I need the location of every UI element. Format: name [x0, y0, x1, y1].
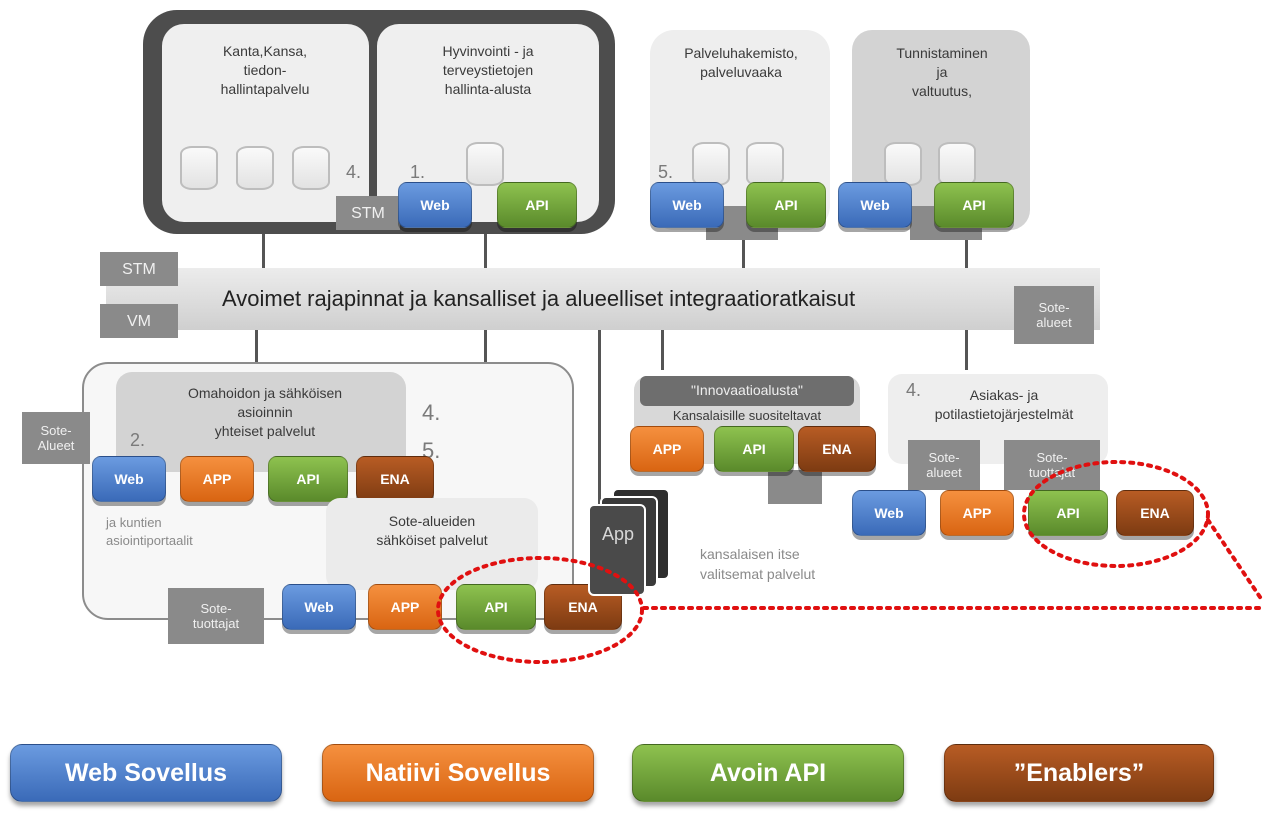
stm-tag: STM — [336, 196, 400, 230]
app-stack-card — [588, 504, 646, 596]
ena-button[interactable]: ENA — [356, 456, 434, 502]
database-icon — [292, 146, 330, 190]
web-button[interactable]: Web — [282, 584, 356, 630]
ena-button[interactable]: ENA — [1116, 490, 1194, 536]
app-button[interactable]: APP — [940, 490, 1014, 536]
step-number: 5. — [658, 162, 674, 182]
sote-tuottajat-tag: Sote- tuottajat — [168, 588, 264, 644]
legend-web: Web Sovellus — [10, 744, 282, 802]
sote-alueet-tag: Sote- alueet — [1014, 286, 1094, 344]
connector-line — [742, 232, 745, 270]
integration-band-text: Avoimet rajapinnat ja kansalliset ja alu… — [222, 286, 856, 311]
web-button[interactable]: Web — [838, 182, 912, 228]
api-button[interactable]: API — [268, 456, 348, 502]
tunnistaminen-text: Tunnistaminen ja valtuutus, — [896, 45, 988, 99]
highlight-connector — [1206, 518, 1264, 602]
asiakas-text: Asiakas- ja potilastietojärjestelmät — [934, 387, 1074, 422]
database-icon — [180, 146, 218, 190]
app-button[interactable]: APP — [630, 426, 704, 472]
app-button[interactable]: APP — [180, 456, 254, 502]
innovaatio-subtitle: Kansalaisille suositeltavat — [672, 408, 822, 423]
omahoito-text: Omahoidon ja sähköisen asioinnin yhteise… — [187, 385, 343, 439]
step-number: 4. — [346, 162, 362, 182]
kansalaisen-text: kansalaisen itse valitsemat palvelut — [700, 546, 816, 582]
vm-tag: VM — [100, 304, 178, 338]
integration-band — [106, 268, 1100, 330]
web-button[interactable]: Web — [852, 490, 926, 536]
tag-box — [768, 470, 822, 504]
connector-line — [255, 328, 258, 370]
step-number: 4. — [422, 400, 441, 425]
api-button[interactable]: API — [497, 182, 577, 228]
api-button[interactable]: API — [714, 426, 794, 472]
app-stack-label: App — [602, 524, 635, 544]
innovaatio-title-box — [640, 376, 854, 406]
kuntien-portaalit-text: ja kuntien asiointiportaalit — [106, 515, 193, 548]
step-number: 4. — [906, 380, 922, 400]
hyvinvointi-text: Hyvinvointi - ja terveystietojen hallint… — [442, 43, 534, 97]
app-button[interactable]: APP — [368, 584, 442, 630]
connector-line — [484, 224, 487, 270]
sote-alueiden-panel — [326, 498, 538, 590]
database-icon — [466, 142, 504, 186]
connector-line — [965, 232, 968, 270]
highlight-ellipse — [436, 556, 644, 664]
sote-alueet-tag: Sote- Alueet — [22, 412, 90, 464]
legend-enablers: ”Enablers” — [944, 744, 1214, 802]
legend-api: Avoin API — [632, 744, 904, 802]
api-button[interactable]: API — [746, 182, 826, 228]
kanta-text: Kanta,Kansa, tiedon- hallintapalvelu — [220, 43, 310, 97]
database-icon — [236, 146, 274, 190]
sote-alueet-tag: Sote- alueet — [908, 440, 980, 490]
palveluhakemisto-text: Palveluhakemisto, palveluvaaka — [684, 45, 798, 80]
api-button[interactable]: API — [1028, 490, 1108, 536]
step-number: 1. — [410, 162, 426, 182]
connector-line — [598, 328, 601, 524]
api-button[interactable]: API — [934, 182, 1014, 228]
connector-line — [262, 224, 265, 270]
connector-line — [965, 328, 968, 370]
innovaatio-title: "Innovaatioalusta" — [691, 382, 803, 398]
web-button[interactable]: Web — [92, 456, 166, 502]
sote-alueiden-text: Sote-alueiden sähköiset palvelut — [376, 513, 488, 548]
api-button[interactable]: API — [456, 584, 536, 630]
ena-button[interactable]: ENA — [798, 426, 876, 472]
legend-app: Natiivi Sovellus — [322, 744, 594, 802]
web-button[interactable]: Web — [398, 182, 472, 228]
sote-tuottajat-tag: Sote- tuottajat — [1004, 440, 1100, 490]
stm-tag: STM — [100, 252, 178, 286]
connector-line — [661, 328, 664, 370]
highlight-ellipse — [1022, 460, 1210, 568]
step-number: 2. — [130, 430, 146, 450]
omahoito-inner-panel — [116, 372, 406, 472]
web-button[interactable]: Web — [650, 182, 724, 228]
